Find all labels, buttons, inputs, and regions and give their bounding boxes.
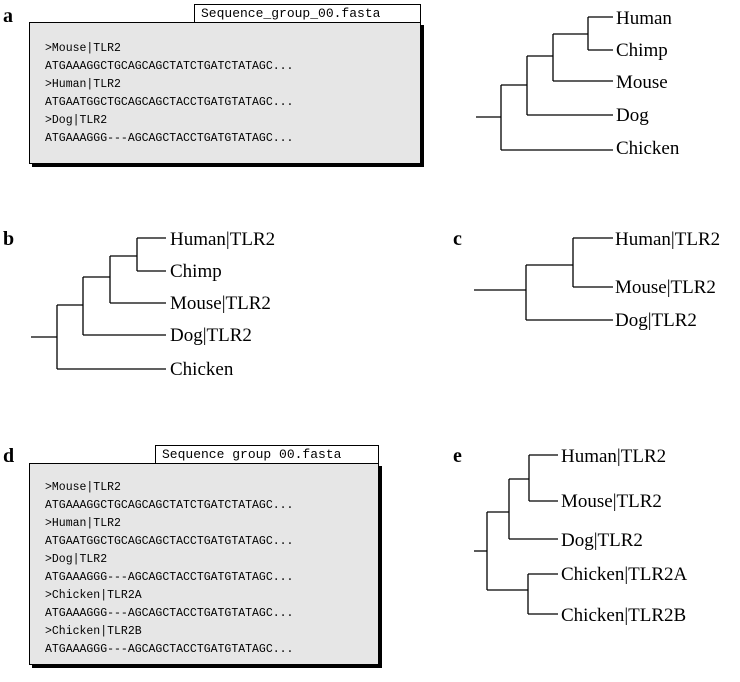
tree-e-branches <box>474 454 558 615</box>
fasta-file-a: >Mouse|TLR2 ATGAAAGGCTGCAGCAGCTATCTGATCT… <box>29 22 421 164</box>
panel-label-e: e <box>453 445 462 467</box>
fasta-line: ATGAAAGGCTGCAGCAGCTATCTGATCTATAGC... <box>45 60 294 73</box>
fasta-line: ATGAAAGGCTGCAGCAGCTATCTGATCTATAGC... <box>45 499 294 512</box>
tree-e-leaf-mouse-tlr2: Mouse|TLR2 <box>561 491 662 512</box>
fasta-line: >Dog|TLR2 <box>45 114 108 127</box>
fasta-line: >Dog|TLR2 <box>45 553 108 566</box>
panel-label-c: c <box>453 228 462 250</box>
tree-a-leaf-mouse: Mouse <box>616 72 668 93</box>
fasta-line: >Chicken|TLR2A <box>45 589 142 602</box>
fasta-line: ATGAAAGGG---AGCAGCTACCTGATGTATAGC... <box>45 643 294 656</box>
panel-label-b: b <box>3 228 15 250</box>
tree-e-leaf-human-tlr2: Human|TLR2 <box>561 446 666 467</box>
tree-c-leaf-human-tlr2: Human|TLR2 <box>615 229 720 250</box>
tree-b-leaf-mouse-tlr2: Mouse|TLR2 <box>170 293 271 314</box>
tree-e-leaf-chicken-tlr2a: Chicken|TLR2A <box>561 564 688 585</box>
tree-a-leaf-chimp: Chimp <box>616 40 668 61</box>
fasta-line: ATGAAAGGG---AGCAGCTACCTGATGTATAGC... <box>45 132 294 145</box>
fasta-line: >Mouse|TLR2 <box>45 42 121 55</box>
fasta-line: >Human|TLR2 <box>45 517 121 530</box>
fasta-line: >Human|TLR2 <box>45 78 121 91</box>
fasta-line: ATGAAAGGG---AGCAGCTACCTGATGTATAGC... <box>45 607 294 620</box>
fasta-line: >Mouse|TLR2 <box>45 481 121 494</box>
tree-a-leaf-human: Human <box>616 8 672 29</box>
tree-e-leaf-chicken-tlr2b: Chicken|TLR2B <box>561 605 686 626</box>
fasta-file-d: >Mouse|TLR2 ATGAAAGGCTGCAGCAGCTATCTGATCT… <box>29 463 379 665</box>
fasta-line: >Chicken|TLR2B <box>45 625 142 638</box>
tree-b-leaf-dog-tlr2: Dog|TLR2 <box>170 325 252 346</box>
fasta-line: ATGAATGGCTGCAGCAGCTACCTGATGTATAGC... <box>45 96 294 109</box>
tree-a-leaf-dog: Dog <box>616 105 649 126</box>
fasta-line: ATGAATGGCTGCAGCAGCTACCTGATGTATAGC... <box>45 535 294 548</box>
tree-c-leaf-dog-tlr2: Dog|TLR2 <box>615 310 697 331</box>
tree-a-leaf-chicken: Chicken <box>616 138 680 159</box>
panel-label-a: a <box>3 5 13 27</box>
tree-e-leaf-dog-tlr2: Dog|TLR2 <box>561 530 643 551</box>
tree-b-leaf-chimp: Chimp <box>170 261 222 282</box>
panel-label-d: d <box>3 445 15 467</box>
fasta-line: ATGAAAGGG---AGCAGCTACCTGATGTATAGC... <box>45 571 294 584</box>
tree-b-leaf-human-tlr2: Human|TLR2 <box>170 229 275 250</box>
tree-b-leaf-chicken: Chicken <box>170 359 234 380</box>
tree-b-branches <box>31 237 166 370</box>
tree-c-leaf-mouse-tlr2: Mouse|TLR2 <box>615 277 716 298</box>
tree-c-branches <box>474 237 613 321</box>
tree-a-branches <box>476 16 613 151</box>
